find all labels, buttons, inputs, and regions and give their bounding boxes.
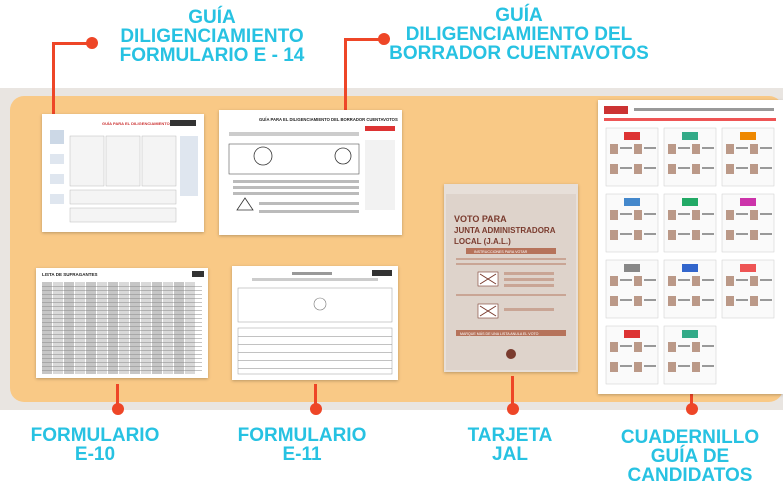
thumbnail-guia-borrador: GUÍA PARA EL DILIGENCIAMIENTO DEL BORRAD…	[219, 110, 402, 235]
jal-instructions: INSTRUCCIONES PARA VOTAR	[474, 250, 528, 254]
label-guia-borrador: GUÍA DILIGENCIAMIENTO DEL BORRADOR CUENT…	[389, 5, 649, 64]
connector-dot-jal	[507, 403, 519, 415]
e10-graphic: LISTA DE SUFRAGANTES	[42, 271, 204, 374]
cuadernillo-graphic	[604, 106, 776, 385]
connector-cuadernillo	[690, 390, 693, 406]
jal-footer: MARQUE MÁS DE UNA LISTA ANULA EL VOTO	[460, 332, 539, 336]
borrador-guide-title: GUÍA PARA EL DILIGENCIAMIENTO DEL BORRAD…	[259, 117, 398, 122]
connector-dot-e10	[112, 403, 124, 415]
thumbnail-guia-e14: GUÍA PARA EL DILIGENCIAMIENTO DEL E-14	[42, 114, 204, 232]
jal-title-1: VOTO PARA	[454, 214, 507, 224]
thumbnail-tarjeta-jal: VOTO PARA JUNTA ADMINISTRADORA LOCAL (J.…	[444, 184, 578, 372]
connector-dot-cuadernillo	[686, 403, 698, 415]
connector-e14-vertical	[52, 42, 55, 118]
jal-title-2: JUNTA ADMINISTRADORA	[454, 226, 556, 235]
connector-e14	[52, 42, 92, 45]
label-formulario-e10: FORMULARIO E-10	[30, 425, 160, 465]
jal-title-3: LOCAL (J.A.L.)	[454, 237, 511, 246]
tarjeta-jal-graphic: VOTO PARA JUNTA ADMINISTRADORA LOCAL (J.…	[444, 184, 578, 372]
e14-guide-graphic: GUÍA PARA EL DILIGENCIAMIENTO DEL E-14	[50, 120, 198, 223]
label-guia-e14: GUÍA DILIGENCIAMIENTO FORMULARIO E - 14	[119, 7, 305, 66]
connector-e11	[314, 384, 317, 406]
connector-borrador-vertical	[344, 38, 347, 112]
e11-graphic	[237, 270, 393, 375]
e14-guide-title: GUÍA PARA EL DILIGENCIAMIENTO DEL E-14	[102, 121, 189, 126]
e10-title: LISTA DE SUFRAGANTES	[42, 272, 98, 277]
connector-dot-e14	[86, 37, 98, 49]
connector-borrador	[344, 38, 384, 41]
label-cuadernillo: CUADERNILLO GUÍA DE CANDIDATOS	[620, 427, 760, 486]
borrador-guide-graphic: GUÍA PARA EL DILIGENCIAMIENTO DEL BORRAD…	[228, 117, 398, 213]
thumbnail-formulario-e11	[232, 266, 398, 380]
thumbnail-cuadernillo	[598, 100, 783, 394]
connector-e10	[116, 384, 119, 406]
label-tarjeta-jal: TARJETA JAL	[467, 425, 553, 465]
connector-dot-borrador	[378, 33, 390, 45]
connector-dot-e11	[310, 403, 322, 415]
label-formulario-e11: FORMULARIO E-11	[237, 425, 367, 465]
thumbnail-formulario-e10: LISTA DE SUFRAGANTES	[36, 268, 208, 378]
connector-jal	[511, 376, 514, 406]
